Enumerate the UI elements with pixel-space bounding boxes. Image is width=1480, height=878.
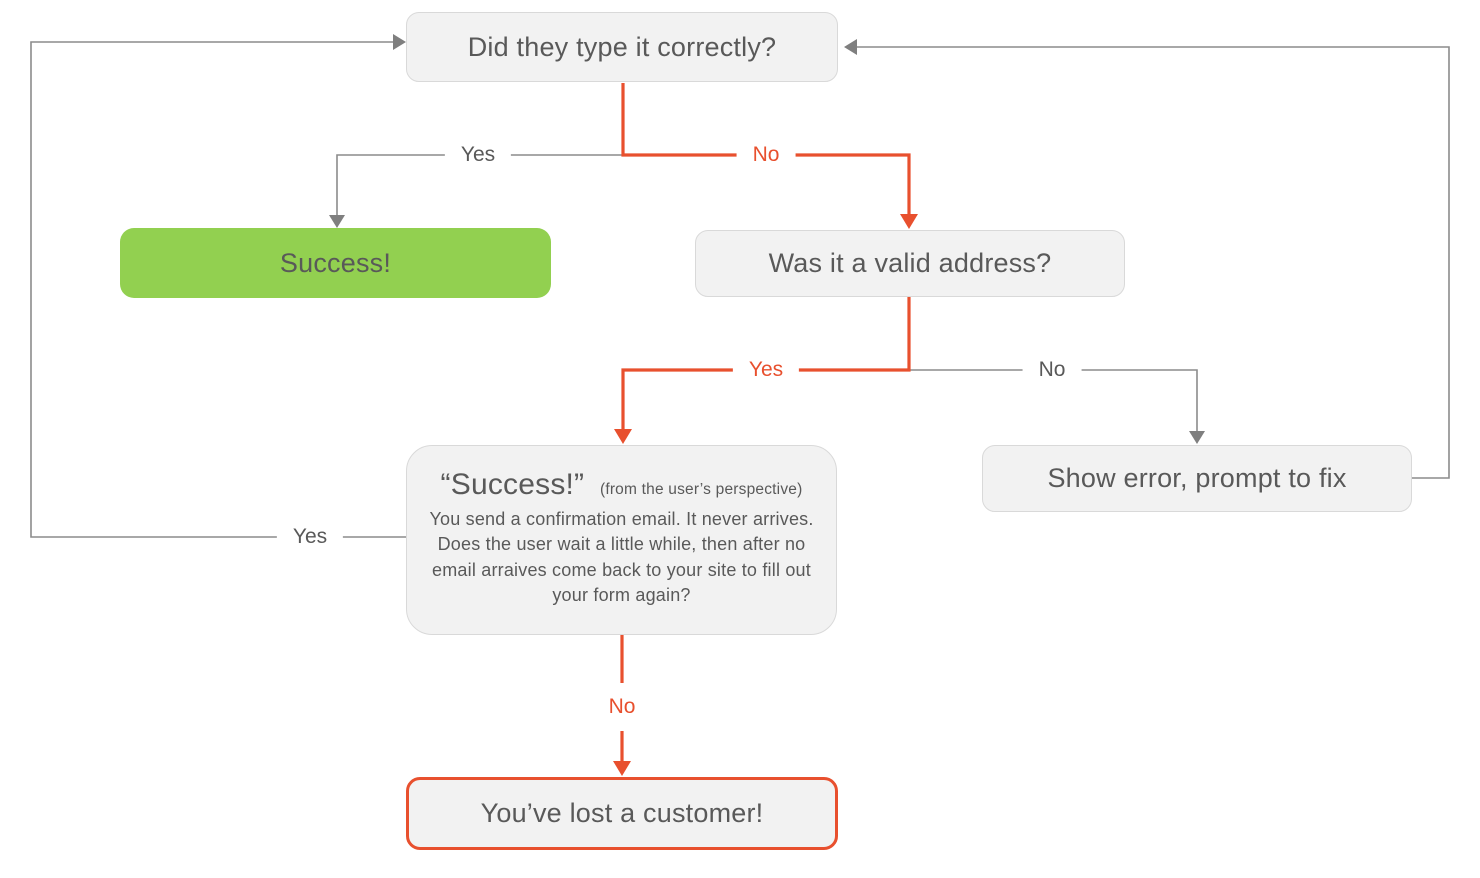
node-label: Show error, prompt to fix	[1047, 463, 1347, 493]
pseudo-success-subtitle: (from the user’s perspective)	[599, 480, 803, 498]
node-label: Did they type it correctly?	[467, 31, 777, 62]
pseudo-success-body: You send a confirmation email. It never …	[429, 508, 814, 606]
node-label: Success!	[279, 247, 392, 278]
node-label: Was it a valid address?	[768, 248, 1052, 278]
edge-label-q1-no: No	[736, 137, 796, 173]
edge-q2-yes-arrowhead	[614, 429, 632, 444]
edge-label-lost-no: No	[596, 683, 648, 731]
node-label: You’ve lost a customer!	[480, 798, 764, 828]
node-lost-customer: You’ve lost a customer!	[406, 777, 838, 850]
node-pseudo-success: “Success!” (from the user’s perspective)…	[406, 445, 837, 635]
node-show-error-prompt-fix: Show error, prompt to fix	[982, 445, 1412, 512]
edge-lost-no-arrowhead	[613, 761, 631, 776]
pseudo-success-title: “Success!”	[440, 467, 585, 501]
edge-label-q2-yes: Yes	[732, 352, 800, 388]
node-was-it-valid-address: Was it a valid address?	[695, 230, 1125, 297]
edge-q1-no-arrowhead	[900, 214, 918, 229]
edge-label-q2-no: No	[1022, 352, 1082, 388]
edge-q1-yes-arrowhead	[329, 215, 345, 228]
edge-loop-right-arrowhead	[844, 39, 857, 55]
node-did-they-type-correctly: Did they type it correctly?	[406, 12, 838, 82]
edge-label-q1-yes: Yes	[444, 137, 512, 173]
edge-label-loop-yes: Yes	[276, 519, 344, 555]
node-success: Success!	[120, 228, 551, 298]
edge-loop-left-arrowhead	[393, 34, 406, 50]
pseudo-success-title-line: “Success!” (from the user’s perspective)	[441, 468, 803, 502]
edge-q2-no-arrowhead	[1189, 431, 1205, 444]
